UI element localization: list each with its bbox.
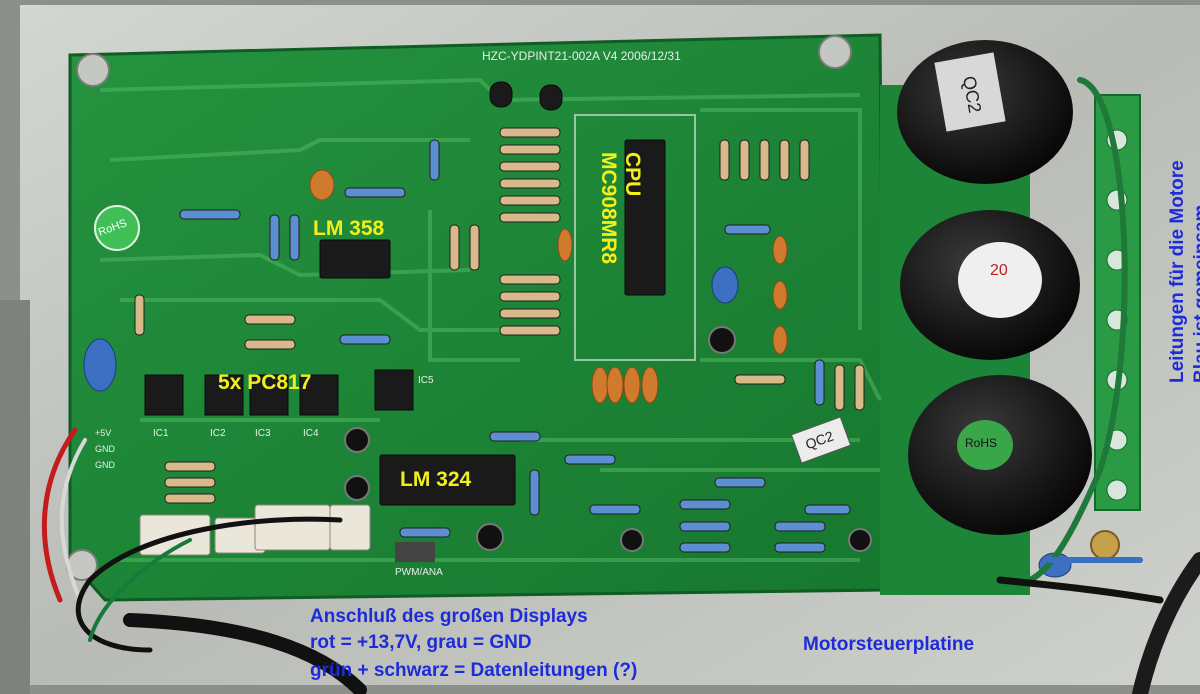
ic3 xyxy=(249,374,289,416)
pin-label: GND xyxy=(95,460,115,470)
integrated-circuits xyxy=(144,81,666,506)
wires xyxy=(41,77,1200,694)
ceramic-capacitors xyxy=(309,169,788,404)
pwm-label: PWM/ANA xyxy=(395,567,443,578)
ic-label: IC4 xyxy=(303,428,319,439)
board-caption: Motorsteuerplatine xyxy=(803,634,975,655)
lm324-label: LM 324 xyxy=(400,468,472,491)
ic-label: IC5 xyxy=(418,375,434,386)
motor-caption-line2: Blau ist gemeinsam xyxy=(1191,204,1200,383)
qc-sticker xyxy=(790,416,852,464)
transistor xyxy=(489,81,513,108)
resistors xyxy=(134,127,865,553)
ic5 xyxy=(374,369,414,411)
ic2 xyxy=(204,374,244,416)
rohs-badge xyxy=(94,205,140,251)
silkscreen-board-id: HZC-YDPINT21-002A V4 2006/12/31 xyxy=(482,49,681,63)
display-caption-line2: rot = +13,7V, grau = GND xyxy=(310,632,532,653)
cpu-label-line1: CPU xyxy=(621,152,644,197)
large-capacitors xyxy=(897,40,1092,535)
cpu-label: CPU MC908MR8 xyxy=(584,152,644,352)
pc817-label: 5x PC817 xyxy=(218,371,312,394)
ic-label: IC3 xyxy=(255,428,271,439)
blue-capacitors xyxy=(83,266,1072,578)
motor-caption-line1: Leitungen für die Motore xyxy=(1167,160,1188,383)
capacitor-rohs-label: RoHS xyxy=(965,436,998,450)
lm324-chip xyxy=(379,454,516,506)
ic1 xyxy=(144,374,184,416)
pin-label: GND xyxy=(95,444,115,454)
ic-label: IC1 xyxy=(153,428,169,439)
display-caption-line3: grün + schwarz = Datenleitungen (?) xyxy=(310,660,638,681)
motor-wires-caption: Leitungen für die Motore Blau ist gemein… xyxy=(1166,153,1200,383)
ic4 xyxy=(299,374,339,416)
screws xyxy=(66,35,1120,581)
cpu-label-line2: MC908MR8 xyxy=(597,152,620,265)
display-caption-line1: Anschluß des großen Displays xyxy=(310,606,588,627)
pin-label: +5V xyxy=(95,428,112,438)
ic-label: IC2 xyxy=(210,428,226,439)
cpu-chip xyxy=(624,139,666,296)
lm358-chip xyxy=(319,239,391,279)
capacitor-value-label: 20 xyxy=(990,262,1008,279)
transistor xyxy=(539,84,563,111)
lm358-label: LM 358 xyxy=(313,217,385,240)
